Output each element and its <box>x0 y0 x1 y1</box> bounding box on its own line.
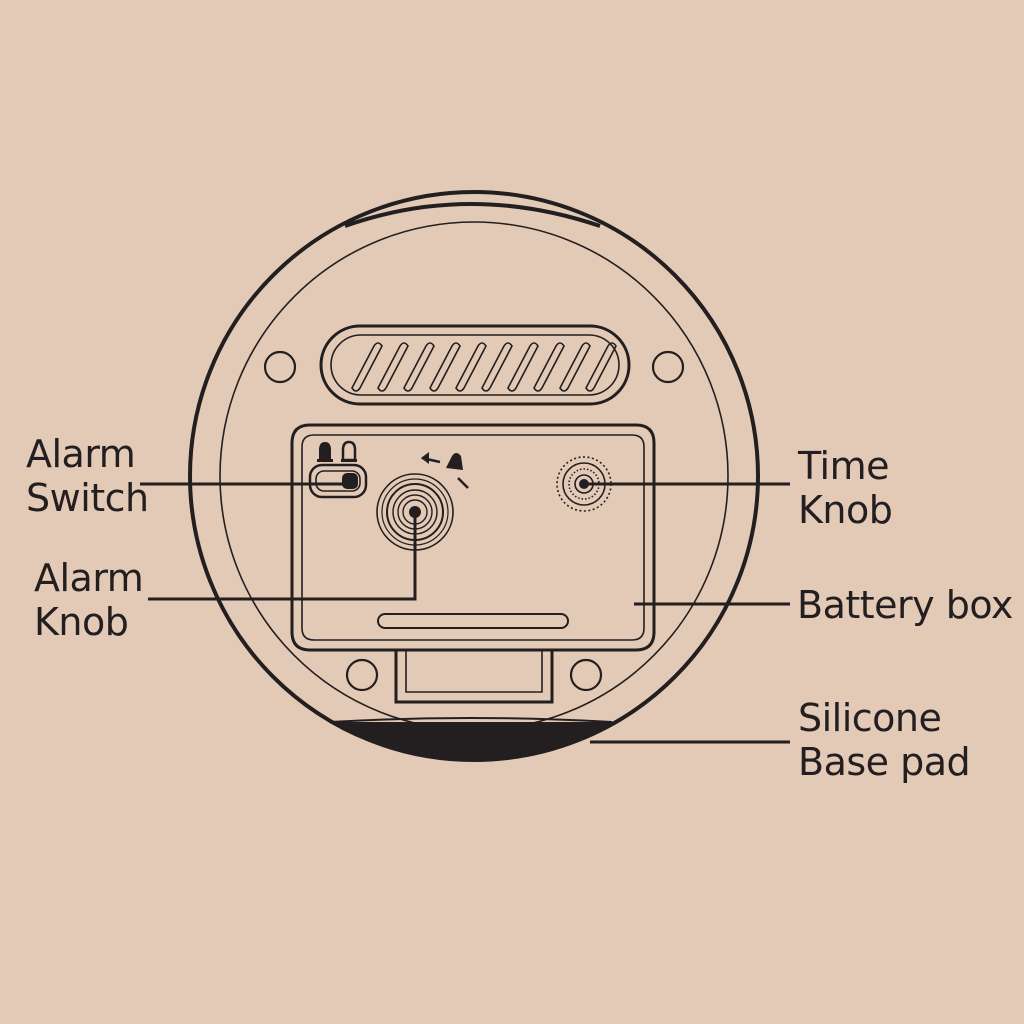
label-alarm-knob-line-2: Knob <box>34 600 129 644</box>
grille-slot <box>377 342 409 392</box>
silicone-base-pad <box>330 722 612 760</box>
grille-slot <box>455 342 487 392</box>
grille-slot <box>351 342 383 392</box>
label-silicone-base-pad-line-1: Silicone <box>798 696 942 740</box>
grille-slots <box>351 342 617 392</box>
screw-hole-bottom-right <box>569 658 603 692</box>
label-alarm-knob-line-1: Alarm <box>34 556 144 600</box>
grille-slot <box>559 342 591 392</box>
screw-hole-bottom-left <box>345 658 379 692</box>
grille-slot <box>585 342 617 392</box>
clock-casing-inner-ring <box>219 221 729 731</box>
casing-top-bump <box>344 202 601 228</box>
clock-casing-outer <box>188 190 760 762</box>
label-battery-box: Battery box <box>797 583 1013 627</box>
alarm-switch[interactable] <box>308 463 368 499</box>
grille-slot <box>481 342 513 392</box>
battery-cover-tab <box>394 650 554 704</box>
label-time-knob-line-1: Time <box>798 444 890 488</box>
alarm-rotate-arrow-icon <box>421 452 469 489</box>
label-alarm-switch-line-1: Alarm <box>26 432 136 476</box>
label-time-knob-line-2: Knob <box>798 488 893 532</box>
grille-slot <box>533 342 565 392</box>
label-time-knob: Time Knob <box>798 444 893 532</box>
speaker-grille <box>319 324 631 406</box>
grille-slot <box>429 342 461 392</box>
bell-off-icon <box>341 440 357 462</box>
battery-box-outline <box>290 423 656 652</box>
label-alarm-switch: Alarm Switch <box>26 432 149 520</box>
screw-hole-top-right <box>651 350 685 384</box>
leader-alarm-knob <box>148 512 417 601</box>
label-silicone-base-pad: Silicone Base pad <box>798 696 971 784</box>
screw-hole-top-left <box>263 350 297 384</box>
label-alarm-switch-line-2: Switch <box>26 476 149 520</box>
battery-slot <box>377 613 569 629</box>
label-silicone-base-pad-line-2: Base pad <box>798 740 971 784</box>
grille-slot <box>507 342 539 392</box>
label-battery-box-line-1: Battery box <box>797 583 1013 627</box>
grille-slot <box>403 342 435 392</box>
bell-on-icon <box>317 442 333 462</box>
label-alarm-knob: Alarm Knob <box>34 556 144 644</box>
